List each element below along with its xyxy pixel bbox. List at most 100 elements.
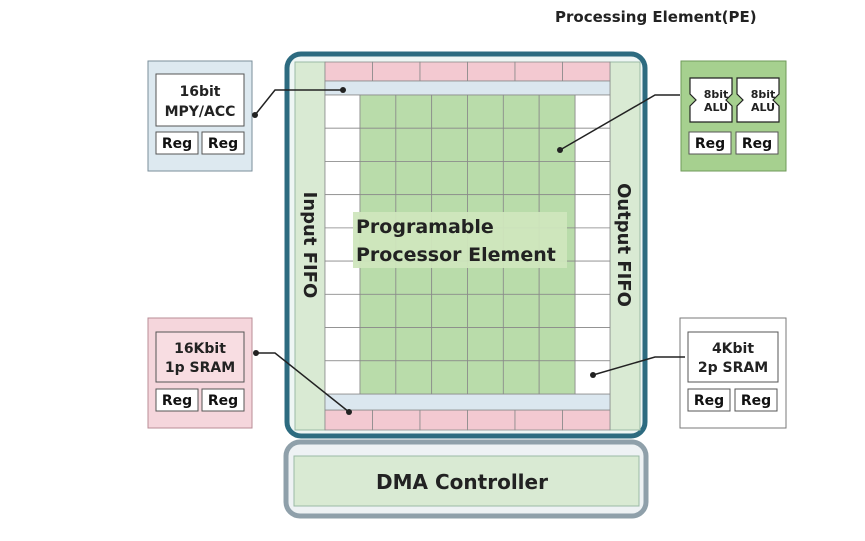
sram1p-connector bbox=[256, 352, 350, 413]
left-white-cell bbox=[324, 94, 361, 129]
sram2p-reg-2 bbox=[734, 388, 778, 412]
dma-controller-box bbox=[293, 455, 640, 507]
pe-cell bbox=[359, 360, 397, 395]
pe-cell bbox=[359, 94, 397, 129]
pe-cell bbox=[467, 161, 504, 196]
mpy-connector-dot-b bbox=[340, 87, 346, 93]
mpy-acc-inner bbox=[155, 73, 245, 127]
mpy-reg-2-label: Reg bbox=[208, 136, 238, 152]
pe-cell bbox=[467, 127, 504, 162]
right-white-cell bbox=[574, 227, 611, 262]
sram2p-connector-dot bbox=[590, 372, 596, 378]
alu-2-line1: 8bit bbox=[751, 88, 776, 101]
sram2p-inner bbox=[687, 331, 779, 383]
sram2p-line2: 2p SRAM bbox=[698, 360, 768, 376]
pe-cell bbox=[467, 293, 504, 328]
sram1p-reg-1-label: Reg bbox=[162, 393, 192, 409]
pe-cell bbox=[431, 293, 468, 328]
dma-controller-label: DMA Controller bbox=[376, 470, 548, 494]
diagram-title: Processing Element(PE) bbox=[555, 8, 757, 26]
pe-cell bbox=[502, 360, 540, 395]
pe-cell bbox=[359, 127, 397, 162]
left-white-cell bbox=[324, 293, 361, 328]
mpy-reg-1 bbox=[155, 131, 199, 155]
sram1p-line2: 1p SRAM bbox=[165, 360, 235, 376]
sram1p-reg-2 bbox=[201, 388, 245, 412]
pe-cell bbox=[502, 161, 540, 196]
sram1p-connector-dot-a bbox=[253, 350, 259, 356]
sram2p-line1: 4Kbit bbox=[712, 341, 754, 357]
top-pink-cell bbox=[372, 61, 421, 82]
pe-cell bbox=[359, 293, 397, 328]
sram1p-line1: 16Kbit bbox=[174, 341, 226, 357]
pe-cell bbox=[502, 94, 540, 129]
input-fifo-label: Input FIFO bbox=[299, 192, 320, 299]
mpy-acc-line1: 16bit bbox=[180, 84, 221, 100]
mpy-acc-line2: MPY/ACC bbox=[165, 104, 236, 120]
top-blue-band bbox=[324, 80, 611, 96]
pe-cell bbox=[538, 327, 576, 362]
sram1p-reg-1 bbox=[155, 388, 199, 412]
pe-cell bbox=[431, 127, 468, 162]
pe-cell bbox=[395, 94, 433, 129]
output-fifo-label: Output FIFO bbox=[613, 183, 634, 307]
alu-1-icon bbox=[689, 77, 733, 123]
bottom-blue-band bbox=[324, 393, 611, 411]
input-fifo-column bbox=[294, 61, 326, 431]
top-pink-cell bbox=[324, 61, 373, 82]
bottom-pink-cell bbox=[467, 409, 516, 431]
right-white-cell bbox=[574, 293, 611, 328]
alu-reg-2 bbox=[735, 131, 779, 155]
pe-cell bbox=[538, 94, 576, 129]
right-white-cell bbox=[574, 360, 611, 395]
pe-cell bbox=[538, 161, 576, 196]
pe-cell bbox=[395, 293, 433, 328]
sram1p-connector-dot-b bbox=[346, 409, 352, 415]
pe-cell bbox=[502, 127, 540, 162]
pe-cell bbox=[538, 360, 576, 395]
sram2p-reg-1-label: Reg bbox=[694, 393, 724, 409]
left-white-cell bbox=[324, 161, 361, 196]
pe-cell bbox=[467, 360, 504, 395]
bottom-pink-cell bbox=[514, 409, 563, 431]
alu-reg-1 bbox=[688, 131, 732, 155]
alu-2-icon bbox=[736, 77, 780, 123]
pe-array-label-line2: Processor Element bbox=[356, 244, 556, 266]
alu-1-line1: 8bit bbox=[704, 88, 729, 101]
right-white-cell bbox=[574, 127, 611, 162]
pe-cell bbox=[395, 161, 433, 196]
alu-1-line2: ALU bbox=[704, 101, 728, 114]
pe-cell bbox=[395, 327, 433, 362]
bottom-pink-cell bbox=[419, 409, 468, 431]
top-pink-cell bbox=[419, 61, 468, 82]
mpy-connector bbox=[254, 89, 343, 116]
left-white-cell bbox=[324, 127, 361, 162]
left-white-cell bbox=[324, 360, 361, 395]
mpy-reg-2 bbox=[201, 131, 245, 155]
left-white-cell bbox=[324, 327, 361, 362]
sram2p-reg-1 bbox=[687, 388, 731, 412]
alu-reg-1-label: Reg bbox=[695, 136, 725, 152]
right-white-cell bbox=[574, 161, 611, 196]
pe-cell bbox=[431, 360, 468, 395]
sram1p-inner bbox=[155, 331, 245, 383]
top-pink-cell bbox=[514, 61, 563, 82]
mpy-connector-dot-a bbox=[252, 112, 258, 118]
right-white-cell bbox=[574, 94, 611, 129]
sram1p-reg-2-label: Reg bbox=[208, 393, 238, 409]
pe-cell bbox=[359, 327, 397, 362]
pe-array-label-line1: Programable bbox=[356, 216, 494, 238]
alu-2-line2: ALU bbox=[751, 101, 775, 114]
pe-cell bbox=[431, 94, 468, 129]
alu-connector bbox=[559, 94, 680, 151]
alu-reg-2-label: Reg bbox=[742, 136, 772, 152]
top-pink-cell bbox=[562, 61, 611, 82]
pe-cell bbox=[395, 127, 433, 162]
right-white-cell bbox=[574, 327, 611, 362]
top-pink-cell bbox=[467, 61, 516, 82]
mpy-reg-1-label: Reg bbox=[162, 136, 192, 152]
right-white-cell bbox=[574, 194, 611, 229]
pe-cell bbox=[395, 360, 433, 395]
pe-cell bbox=[502, 293, 540, 328]
